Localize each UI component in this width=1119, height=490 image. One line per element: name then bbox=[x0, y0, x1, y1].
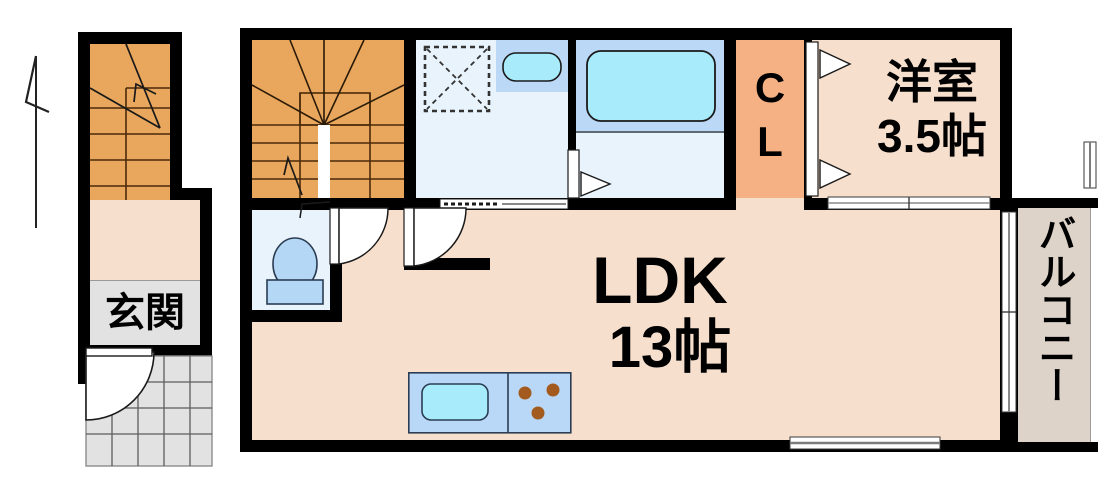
corridor-door-swing[interactable] bbox=[403, 206, 476, 270]
entrance-hall-floor bbox=[90, 200, 200, 280]
closet-label-l: L bbox=[757, 118, 783, 165]
ldk-name-label: LDK bbox=[592, 243, 728, 317]
balcony-floor bbox=[1018, 208, 1098, 444]
washroom-sliding-door[interactable] bbox=[439, 196, 569, 212]
window-yoshitsu-east bbox=[1083, 141, 1097, 189]
bathtub-icon bbox=[586, 50, 716, 122]
closet-floor bbox=[736, 40, 804, 198]
north-arrow bbox=[14, 46, 74, 236]
wall-balcony-top bbox=[1000, 198, 1098, 208]
washing-machine-icon bbox=[423, 45, 491, 113]
bath-door[interactable] bbox=[566, 149, 612, 199]
balcony-rail-outer bbox=[1090, 208, 1099, 442]
balcony-label: バルコニー bbox=[1032, 214, 1074, 404]
toilet-icon bbox=[262, 232, 328, 306]
wall-washroom-bath bbox=[568, 40, 576, 198]
balcony-sliding-door[interactable] bbox=[1001, 211, 1017, 413]
ldk-size-label: 13帖 bbox=[608, 315, 732, 380]
wall-bath-closet bbox=[724, 28, 736, 210]
yoshitsu-name-label: 洋室 bbox=[886, 56, 978, 108]
yoshitsu-size-label: 3.5帖 bbox=[877, 110, 987, 162]
toilet-upper-door-mark bbox=[299, 200, 334, 222]
bath-floor-divider bbox=[576, 131, 724, 133]
washbasin-icon bbox=[502, 52, 562, 82]
closet-sliding-door[interactable] bbox=[804, 41, 852, 197]
kitchen-counter bbox=[408, 372, 572, 434]
entrance-block-left-wall bbox=[78, 200, 90, 384]
genkan-label: 玄関 bbox=[105, 291, 185, 335]
entrance-staircase bbox=[89, 43, 170, 200]
window-ldk-south bbox=[789, 436, 941, 450]
wall-balcony-bottom bbox=[1000, 442, 1098, 452]
main-staircase bbox=[251, 39, 405, 198]
genkan-floor bbox=[90, 280, 200, 345]
wall-stairs-right bbox=[404, 40, 416, 210]
wall-toilet-bottom bbox=[252, 310, 342, 322]
window-yoshitsu-south bbox=[827, 196, 991, 210]
entrance-door-swing bbox=[85, 347, 160, 426]
toilet-door-swing[interactable] bbox=[329, 206, 400, 268]
closet-label-c: C bbox=[754, 64, 786, 111]
entrance-block-right-wall bbox=[200, 200, 212, 356]
